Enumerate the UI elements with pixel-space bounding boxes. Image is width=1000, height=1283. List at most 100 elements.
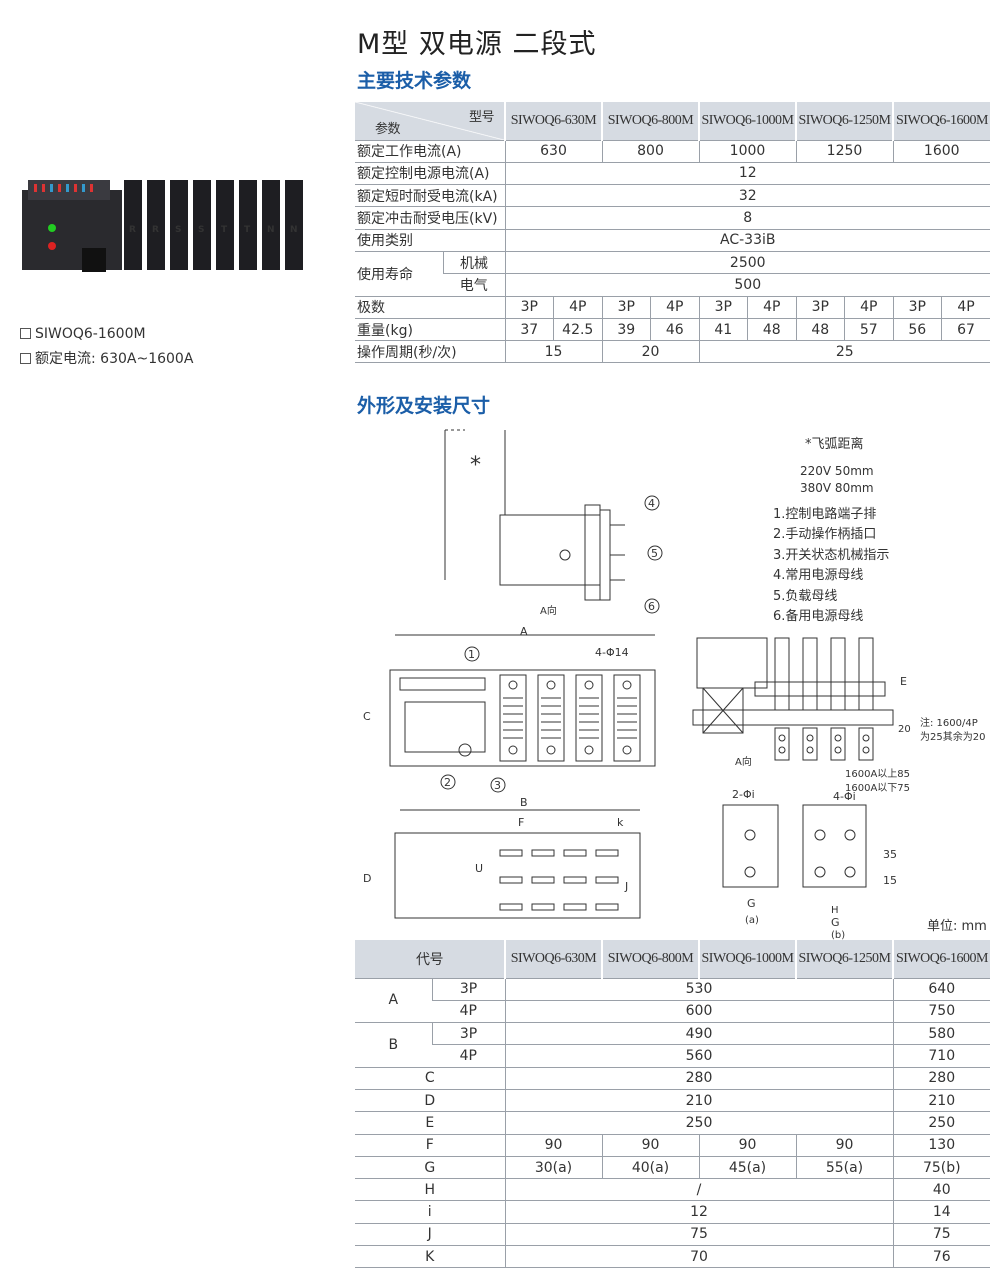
cell: 12	[504, 1200, 893, 1224]
pole-label: R	[129, 225, 136, 235]
cell: 56	[892, 318, 942, 342]
row-label: G	[355, 1156, 505, 1180]
row-label: D	[355, 1089, 505, 1113]
row-label: J	[355, 1223, 505, 1247]
row-label: 操作周期(秒/次)	[355, 340, 505, 364]
cell: 580	[892, 1022, 990, 1046]
cell: 37	[504, 318, 554, 342]
row-label: K	[355, 1245, 505, 1269]
cell: 14	[892, 1200, 990, 1224]
row-label: 使用类别	[355, 229, 505, 252]
model-header: SIWOQ6-1600M	[892, 102, 990, 141]
model-header: SIWOQ6-1250M	[795, 940, 893, 979]
svg-text:F: F	[518, 816, 524, 829]
svg-text:U: U	[475, 862, 483, 875]
row-label: H	[355, 1178, 505, 1202]
model-header: SIWOQ6-800M	[601, 940, 699, 979]
page-title: M型 双电源 二段式	[357, 29, 597, 60]
pole-label: S	[175, 225, 181, 235]
svg-text:1600A以上85: 1600A以上85	[845, 768, 910, 780]
cell: 2500	[504, 251, 990, 275]
cell: 280	[892, 1067, 990, 1090]
svg-text:6: 6	[648, 600, 655, 613]
slot	[531, 849, 555, 857]
svg-text:(b): (b)	[831, 930, 845, 940]
busbar	[858, 637, 874, 711]
cell: 750	[892, 1000, 990, 1024]
slot	[595, 903, 619, 911]
slot	[499, 876, 523, 884]
cell: 250	[504, 1111, 893, 1135]
bolt	[584, 745, 594, 755]
model-header: SIWOQ6-1600M	[892, 940, 990, 979]
row-label: A	[355, 978, 432, 1024]
spec-model: SIWOQ6-1600M	[20, 326, 146, 342]
cell: 3P	[504, 296, 554, 319]
bolt	[546, 680, 556, 690]
cell: 90	[504, 1134, 602, 1157]
row-label: F	[355, 1134, 505, 1157]
slot	[531, 876, 555, 884]
svg-text:E: E	[900, 675, 907, 688]
cell: 42.5	[553, 318, 602, 342]
bolt	[584, 680, 594, 690]
table-row: 额定控制电源电流(A)12	[355, 162, 990, 186]
cell: 1000	[698, 140, 796, 163]
pole-fin	[285, 180, 303, 270]
busbar	[613, 674, 641, 762]
table-row: 额定冲击耐受电压(kV)8	[355, 206, 990, 230]
svg-text:6.备用电源母线: 6.备用电源母线	[773, 608, 863, 624]
svg-text:单位: mm: 单位: mm	[927, 919, 987, 934]
svg-text:*飞弧距离: *飞弧距离	[805, 436, 864, 452]
pole-fin	[262, 180, 280, 270]
cell: 800	[601, 140, 699, 163]
bolt	[622, 745, 632, 755]
cell: 46	[650, 318, 699, 342]
cell: 640	[892, 978, 990, 1001]
cell: 4P	[747, 296, 796, 319]
cell: 76	[892, 1245, 990, 1269]
corner-header: 型号参数	[355, 102, 505, 141]
table-row: 额定短时耐受电流(kA)32	[355, 184, 990, 208]
model-header: SIWOQ6-800M	[601, 102, 699, 141]
svg-text:B: B	[520, 796, 528, 809]
busbar	[830, 637, 846, 711]
cell: 90	[601, 1134, 699, 1157]
pole-fin	[170, 180, 188, 270]
model-header: SIWOQ6-1000M	[698, 102, 796, 141]
cell: 4P	[650, 296, 699, 319]
svg-text:为25其余为20: 为25其余为20	[920, 730, 985, 743]
cell: 75	[892, 1223, 990, 1247]
svg-text:1.控制电路端子排: 1.控制电路端子排	[773, 506, 876, 522]
pole-label: R	[152, 225, 159, 235]
cell: 12	[504, 162, 990, 186]
busbar	[774, 637, 790, 711]
checkbox-bullet	[20, 353, 31, 364]
svg-text:20: 20	[898, 724, 911, 735]
svg-text:15: 15	[883, 874, 897, 887]
cell: 3P	[698, 296, 748, 319]
pole-fin	[239, 180, 257, 270]
cell: 75	[504, 1223, 893, 1247]
svg-text:3.开关状态机械指示: 3.开关状态机械指示	[773, 548, 889, 563]
terminal	[802, 727, 818, 761]
slot	[595, 849, 619, 857]
model-header: SIWOQ6-630M	[504, 102, 602, 141]
terminal	[830, 727, 846, 761]
bolt	[546, 745, 556, 755]
svg-text:H: H	[831, 905, 839, 916]
cell: 630	[504, 140, 602, 163]
svg-text:J: J	[624, 880, 628, 893]
pole-fin	[216, 180, 234, 270]
cell: 15	[504, 340, 602, 364]
